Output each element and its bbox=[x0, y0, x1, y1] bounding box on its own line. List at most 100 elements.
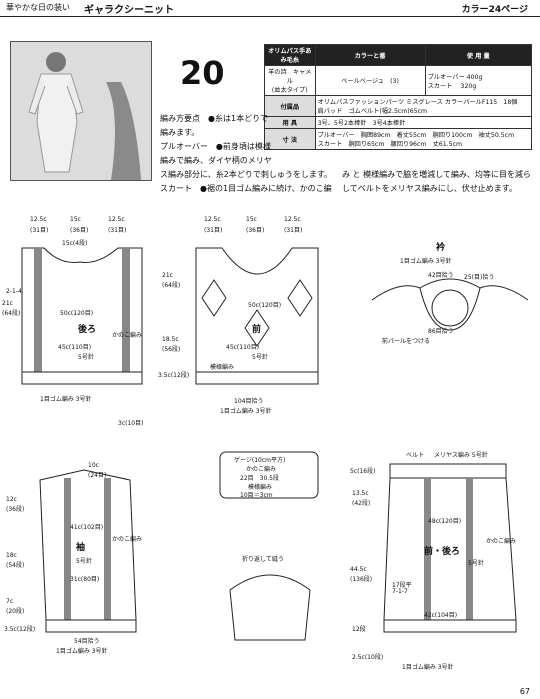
usage-header: 使 用 量 bbox=[424, 44, 533, 66]
instructions-left: 編み方要点 ●糸は1本どりで 編みます。 プルオーバー ●前身頃は模様 編みで編… bbox=[160, 112, 272, 168]
collar-back bbox=[419, 278, 481, 289]
gauge-kanoko-value: 22目 30.5段 bbox=[240, 475, 279, 482]
front-top-w1: 12.5c bbox=[204, 216, 221, 223]
instruction-line-6: スカート ●裾の1目ゴム編みに続け、かのこ編 bbox=[160, 184, 332, 193]
back-top-s1: (31目) bbox=[30, 227, 49, 234]
sleeve-needle: 5号針 bbox=[76, 558, 92, 565]
back-cable-right bbox=[122, 248, 130, 372]
instruction-line-5: ス編み部分に、糸2本どりで刺しゅうをします。 bbox=[160, 170, 333, 179]
sleeve-side3: 18c bbox=[6, 552, 17, 559]
accessories-label: 付属品 bbox=[264, 95, 316, 117]
skirt-length1: 13.5c bbox=[352, 490, 369, 497]
sleeve-hem-width: 31c(80目) bbox=[70, 576, 100, 583]
front-pattern: 模様編み bbox=[210, 364, 235, 371]
size-pullover: プルオーバー 胸囲89cm 着丈55cm 胴回り100cm 袖丈50.5cm bbox=[317, 132, 515, 139]
instructions-continued: ス編み部分に、糸2本どりで刺しゅうをします。 スカート ●裾の1目ゴム編みに続け… bbox=[160, 168, 333, 196]
instruction-line-4: 編みで編み、ダイヤ柄のメリヤ bbox=[160, 156, 272, 165]
collar-picked: 42目拾う bbox=[428, 272, 454, 279]
skirt-cable-right bbox=[466, 478, 473, 620]
yarn-name: 羊の詩 キャメル bbox=[268, 69, 312, 85]
model-figure-icon bbox=[11, 42, 151, 180]
front-top-s1: (31目) bbox=[204, 227, 223, 234]
skirt-length2b: (136段) bbox=[350, 576, 373, 583]
sleeve-cuff: 54目拾う bbox=[74, 638, 100, 645]
header-bar bbox=[0, 0, 540, 17]
collar-outline bbox=[371, 285, 529, 331]
front-top-w2: 15c bbox=[246, 216, 257, 223]
front-depth: 21c bbox=[162, 272, 173, 279]
collar-front-rows: 86目拾う bbox=[428, 328, 454, 335]
sleeve-side2: (36段) bbox=[6, 506, 25, 513]
front-top-s2: (36目) bbox=[246, 227, 265, 234]
gauge-title: ゲージ(10cm平方) bbox=[234, 457, 286, 464]
front-rib: 1目ゴム編み 3号針 bbox=[220, 408, 272, 415]
sleeve-top2: (24目) bbox=[88, 472, 107, 479]
front-top-s3: (31目) bbox=[284, 227, 303, 234]
back-left-label: 2-1-4 bbox=[6, 288, 22, 295]
collar-back-rows: 25(目)拾う bbox=[464, 274, 495, 281]
sleeve-cable-right bbox=[104, 478, 111, 620]
collar-title: 衿 bbox=[436, 243, 446, 253]
skirt-belt-label: ベルト bbox=[406, 452, 425, 459]
back-kanoko: かのこ編み bbox=[112, 332, 143, 339]
spec-table: オリムパス手あみ毛糸 カラーと番 使 用 量 羊の詩 キャメル (並太タイプ) … bbox=[264, 44, 533, 150]
skirt-length1b: (42段) bbox=[352, 500, 371, 507]
sleeve-side5: 7c bbox=[6, 598, 14, 605]
sleeve-rib: 1目ゴム編み 3号針 bbox=[56, 648, 108, 655]
back-top-s2: (36目) bbox=[70, 227, 89, 234]
series-label: 華やかな日の装い bbox=[6, 3, 70, 12]
instruction-line-7: み と 模様編みで脇を増減して編み、均等に目を減ら bbox=[342, 170, 531, 179]
sleeve-side4: (54段) bbox=[6, 562, 25, 569]
sleeve-side6: (20段) bbox=[6, 608, 25, 615]
back-width: 50c(120目) bbox=[60, 310, 94, 317]
gauge-kanoko: かのこ編み bbox=[246, 466, 277, 473]
skirt-cable-left bbox=[424, 478, 431, 620]
skirt-side-note2: 7-1-7 bbox=[392, 588, 408, 595]
sleeve-side1: 12c bbox=[6, 496, 17, 503]
skirt-title: 前・後ろ bbox=[424, 547, 461, 557]
fold-outline bbox=[229, 574, 311, 641]
front-depth2: (64段) bbox=[162, 282, 181, 289]
instructions-right: み と 模様編みで脇を増減して編み、均等に目を減ら してベルトをメリヤス編みにし… bbox=[342, 168, 538, 196]
size-label: 寸 法 bbox=[264, 128, 316, 150]
size-skirt: スカート 胴回り65cm 腰回り96cm 丈61.5cm bbox=[317, 141, 462, 148]
sleeve-rib bbox=[45, 619, 137, 633]
skirt-length3: 12段 bbox=[352, 626, 366, 633]
front-top-w3: 12.5c bbox=[284, 216, 301, 223]
back-title: 後ろ bbox=[78, 325, 97, 335]
back-cable-left bbox=[34, 248, 42, 372]
front-rib bbox=[195, 371, 319, 385]
yarn-color: ベールベージュ (3) bbox=[314, 65, 426, 96]
front-hem-width: 45c(110目) bbox=[226, 344, 260, 351]
instruction-line-8: してベルトをメリヤス編みにし、伏せ止めます。 bbox=[342, 184, 517, 193]
yarn-header: オリムパス手あみ毛糸 bbox=[264, 44, 316, 66]
sleeve-outline bbox=[39, 469, 137, 621]
back-neck: 15c(4段) bbox=[62, 240, 88, 247]
back-hem-width: 45c(110目) bbox=[58, 344, 92, 351]
back-side2: (64段) bbox=[2, 310, 21, 317]
model-photo bbox=[10, 41, 152, 181]
front-title: 前 bbox=[252, 325, 262, 335]
yarn-type: (並太タイプ) bbox=[271, 87, 308, 94]
skirt-top: 5c(16段) bbox=[350, 468, 376, 475]
skirt-needle: 5号針 bbox=[468, 560, 484, 567]
front-width: 50c(120目) bbox=[248, 302, 282, 309]
front-length2: (56段) bbox=[162, 346, 181, 353]
sleeve-cable-left bbox=[64, 478, 71, 620]
page-title: ギャラクシーニット bbox=[84, 5, 174, 16]
back-top-w3: 12.5c bbox=[108, 216, 125, 223]
gauge-pattern-value: 10目＝3cm bbox=[240, 492, 273, 499]
back-rib-height: 3c(10目) bbox=[118, 420, 144, 427]
back-needle: 5号針 bbox=[78, 354, 94, 361]
skirt-side-note: 17段平 bbox=[392, 582, 412, 589]
skirt-length2: 44.5c bbox=[350, 566, 367, 573]
instruction-line-3: プルオーバー ●前身頃は模様 bbox=[160, 142, 271, 151]
page-number: 67 bbox=[519, 687, 530, 696]
size-cell: プルオーバー 胸囲89cm 着丈55cm 胴回り100cm 袖丈50.5cm ス… bbox=[314, 128, 533, 150]
sleeve-kanoko: かのこ編み bbox=[112, 536, 143, 543]
sleeve-cuff-height: 3.5c(12段) bbox=[4, 626, 36, 633]
back-side: 21c bbox=[2, 300, 13, 307]
collar-note: 前パールをつける bbox=[382, 338, 431, 345]
yarn-name-cell: 羊の詩 キャメル (並太タイプ) bbox=[264, 65, 316, 96]
